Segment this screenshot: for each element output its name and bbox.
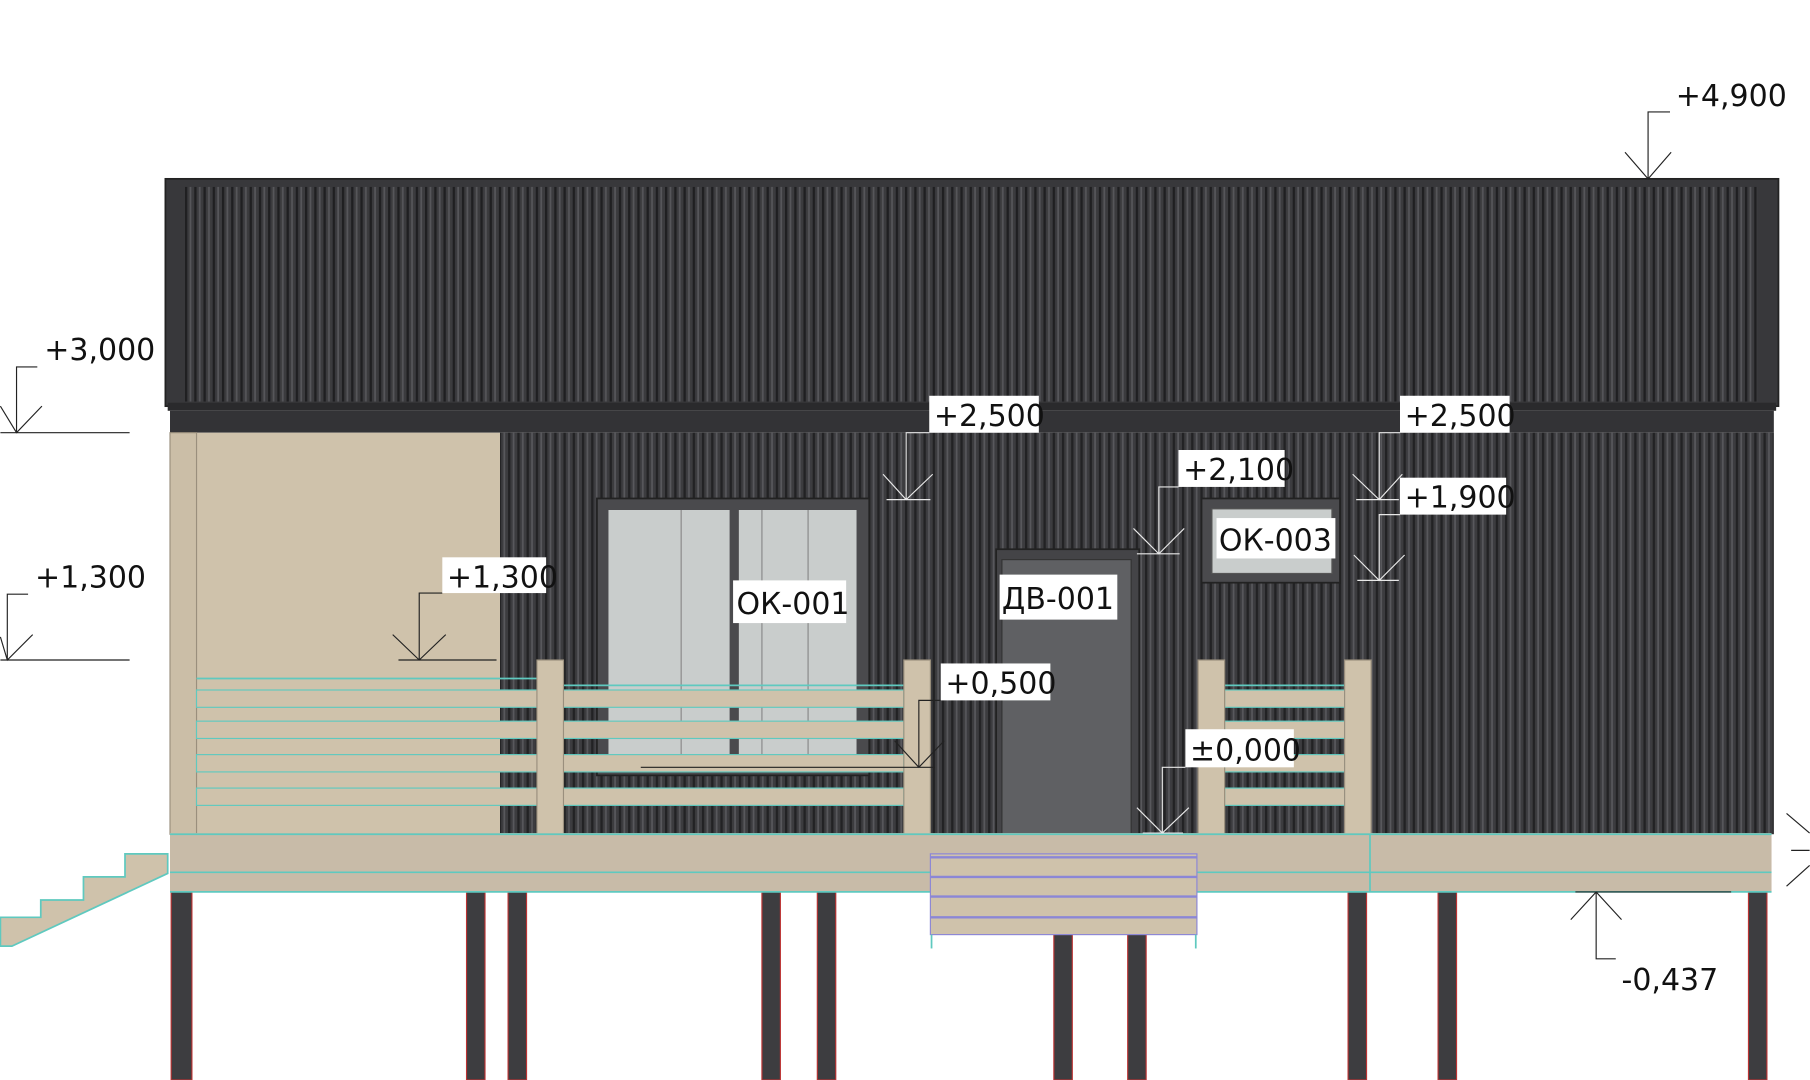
- svg-text:+1,300: +1,300: [35, 560, 146, 595]
- pile: [465, 891, 486, 1080]
- level-mark-sill-left: +1,300: [0, 560, 146, 662]
- pile: [1053, 928, 1073, 1080]
- svg-text:+2,100: +2,100: [1183, 453, 1294, 488]
- svg-text:+3,000: +3,000: [44, 333, 155, 368]
- svg-text:+0,500: +0,500: [945, 666, 1056, 701]
- pile: [1127, 928, 1147, 1080]
- pile: [816, 891, 837, 1080]
- level-mark-sill-porch: +1,300: [392, 557, 558, 661]
- railing-post: [536, 659, 565, 835]
- svg-text:ОК-001: ОК-001: [737, 587, 850, 622]
- svg-text:+4,900: +4,900: [1676, 79, 1787, 114]
- tag-window-ok-001: ОК-001: [733, 580, 850, 624]
- level-mark-railing: +0,500: [640, 663, 1056, 769]
- side-stairs: [0, 852, 169, 948]
- pile: [1347, 891, 1368, 1080]
- pile: [1747, 891, 1768, 1080]
- level-mark-door-top: +2,100: [1133, 450, 1294, 555]
- tag-door-dv-001: ДВ-001: [999, 574, 1118, 620]
- svg-text:+1,300: +1,300: [447, 560, 558, 595]
- corner-post: [169, 432, 198, 835]
- front-steps: [929, 853, 1198, 949]
- pile: [170, 891, 193, 1080]
- level-mark-sill-ok003: +1,900: [1353, 477, 1516, 582]
- level-mark-eave-left: +3,000: [0, 333, 155, 434]
- level-mark-lintel-ok003: +2,500: [1352, 395, 1516, 501]
- beige-wall-panel: [170, 432, 500, 835]
- svg-text:+1,900: +1,900: [1405, 481, 1516, 516]
- railing-post: [1344, 659, 1372, 835]
- pile: [761, 891, 781, 1080]
- piles: [170, 891, 1768, 1080]
- svg-text:-0,437: -0,437: [1622, 963, 1719, 998]
- pile: [1437, 891, 1458, 1080]
- tag-window-ok-003: ОК-003: [1216, 518, 1336, 559]
- level-mark-lintel-ok001: +2,500: [882, 395, 1045, 501]
- level-mark-ground: -0,437: [1570, 813, 1810, 998]
- roof: [164, 177, 1780, 411]
- svg-text:±0,000: ±0,000: [1190, 733, 1301, 768]
- svg-text:+2,500: +2,500: [1405, 399, 1516, 434]
- level-mark-floor-zero: ±0,000: [1136, 729, 1301, 834]
- svg-text:ОК-003: ОК-003: [1219, 523, 1332, 558]
- pile: [507, 891, 528, 1080]
- svg-text:ДВ-001: ДВ-001: [1002, 582, 1114, 617]
- railing-post: [903, 659, 931, 835]
- svg-text:+2,500: +2,500: [934, 399, 1045, 434]
- level-mark-roof-top: +4,900: [1624, 79, 1787, 180]
